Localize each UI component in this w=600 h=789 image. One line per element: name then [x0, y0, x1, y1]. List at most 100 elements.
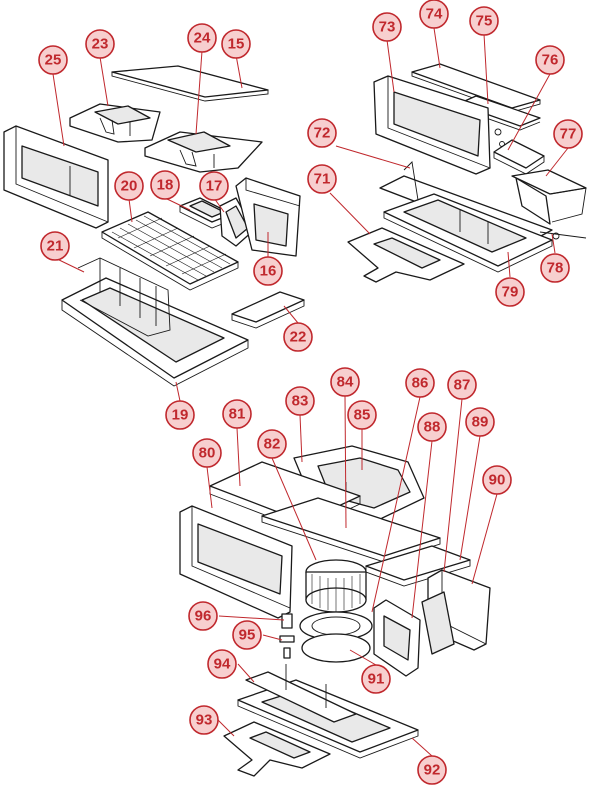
callout-76: 76 — [535, 45, 565, 75]
callout-93-label: 93 — [196, 712, 213, 729]
callout-19-label: 19 — [172, 407, 189, 424]
callout-17-label: 17 — [206, 178, 223, 195]
callout-80: 80 — [192, 438, 222, 468]
callout-92-label: 92 — [424, 762, 441, 779]
callout-85-label: 85 — [354, 407, 371, 424]
callout-72: 72 — [307, 118, 337, 148]
callout-79-label: 79 — [502, 284, 519, 301]
part-17-plate — [219, 197, 255, 247]
callout-25: 25 — [38, 45, 68, 75]
callout-17: 17 — [199, 171, 229, 201]
callout-24-label: 24 — [194, 30, 211, 47]
callout-78: 78 — [540, 253, 570, 283]
callout-83-label: 83 — [292, 393, 309, 410]
part-15-top-panel — [111, 65, 269, 102]
part-91-ring — [299, 611, 373, 663]
callout-22: 22 — [283, 322, 313, 352]
callout-75-label: 75 — [476, 13, 493, 30]
callout-95: 95 — [232, 620, 262, 650]
callout-81-label: 81 — [229, 406, 246, 423]
part-24-vent-tray — [144, 131, 263, 173]
part-71-bottom-plate — [347, 227, 465, 283]
callout-94-label: 94 — [214, 656, 231, 673]
part-92-base-frame — [237, 664, 419, 759]
callout-16-label: 16 — [260, 263, 277, 280]
part-88-frame — [373, 599, 421, 677]
callout-25-label: 25 — [45, 52, 62, 69]
callout-20-label: 20 — [121, 178, 138, 195]
callout-76-label: 76 — [542, 52, 559, 69]
callout-87-label: 87 — [454, 377, 471, 394]
callout-91-label: 91 — [368, 671, 385, 688]
callout-71: 71 — [307, 164, 337, 194]
part-95-screw — [279, 635, 295, 659]
callout-96-label: 96 — [195, 608, 212, 625]
callout-20: 20 — [114, 171, 144, 201]
callout-82-label: 82 — [264, 436, 281, 453]
callout-89-label: 89 — [472, 414, 489, 431]
callout-84-label: 84 — [337, 374, 354, 391]
callout-16: 16 — [253, 256, 283, 286]
group-upper-left-assembly — [3, 65, 305, 387]
callout-88-label: 88 — [424, 419, 441, 436]
callout-82: 82 — [257, 429, 287, 459]
part-90-box — [421, 569, 491, 655]
part-20-grate — [101, 211, 239, 291]
callout-74-label: 74 — [426, 6, 443, 23]
callout-80-label: 80 — [199, 445, 216, 462]
callout-79: 79 — [495, 277, 525, 307]
callout-86-label: 86 — [412, 375, 429, 392]
part-80-front-frame — [179, 505, 293, 619]
callout-21-label: 21 — [47, 238, 64, 255]
callout-74: 74 — [419, 0, 449, 29]
callout-18-label: 18 — [157, 177, 174, 194]
callout-83: 83 — [285, 386, 315, 416]
callout-22-label: 22 — [290, 329, 307, 346]
callout-71-label: 71 — [314, 171, 331, 188]
callout-89: 89 — [465, 407, 495, 437]
callout-78-label: 78 — [547, 260, 564, 277]
part-16-box — [235, 177, 301, 257]
callout-23: 23 — [85, 29, 115, 59]
callout-77-label: 77 — [560, 126, 577, 143]
part-93-bottom-plate — [223, 721, 331, 777]
callout-91: 91 — [361, 664, 391, 694]
callout-73: 73 — [372, 12, 402, 42]
part-76-plate — [493, 139, 545, 175]
group-lower-assembly — [179, 445, 491, 777]
callout-23-label: 23 — [92, 36, 109, 53]
part-77-bracket — [511, 169, 587, 225]
callout-86: 86 — [405, 368, 435, 398]
callout-72-label: 72 — [314, 125, 331, 142]
callout-15-label: 15 — [228, 36, 245, 53]
leader-lines — [52, 27, 569, 757]
callout-84: 84 — [330, 367, 360, 397]
part-23-vent-tray — [69, 103, 161, 143]
callout-18: 18 — [150, 170, 180, 200]
callout-92: 92 — [417, 755, 447, 785]
part-21-base-frame — [61, 257, 249, 387]
callout-85: 85 — [347, 400, 377, 430]
callout-19: 19 — [165, 400, 195, 430]
part-78-rod — [539, 231, 587, 240]
part-96-sleeve — [281, 613, 293, 629]
callout-95-label: 95 — [239, 627, 256, 644]
callout-81: 81 — [222, 399, 252, 429]
part-79-base-frame — [379, 161, 553, 273]
part-73-front-frame — [373, 75, 505, 175]
callout-94: 94 — [207, 649, 237, 679]
callout-77: 77 — [553, 119, 583, 149]
callout-badges: 15 16 17 18 19 20 21 22 23 24 25 71 72 7… — [38, 0, 583, 785]
callout-90-label: 90 — [489, 472, 506, 489]
callout-96: 96 — [188, 601, 218, 631]
callout-88: 88 — [417, 412, 447, 442]
callout-87: 87 — [447, 370, 477, 400]
callout-93: 93 — [189, 705, 219, 735]
group-upper-right-assembly — [347, 63, 587, 283]
part-fan-cylinder — [305, 559, 367, 613]
callout-75: 75 — [469, 6, 499, 36]
callout-24: 24 — [187, 23, 217, 53]
callout-15: 15 — [221, 29, 251, 59]
